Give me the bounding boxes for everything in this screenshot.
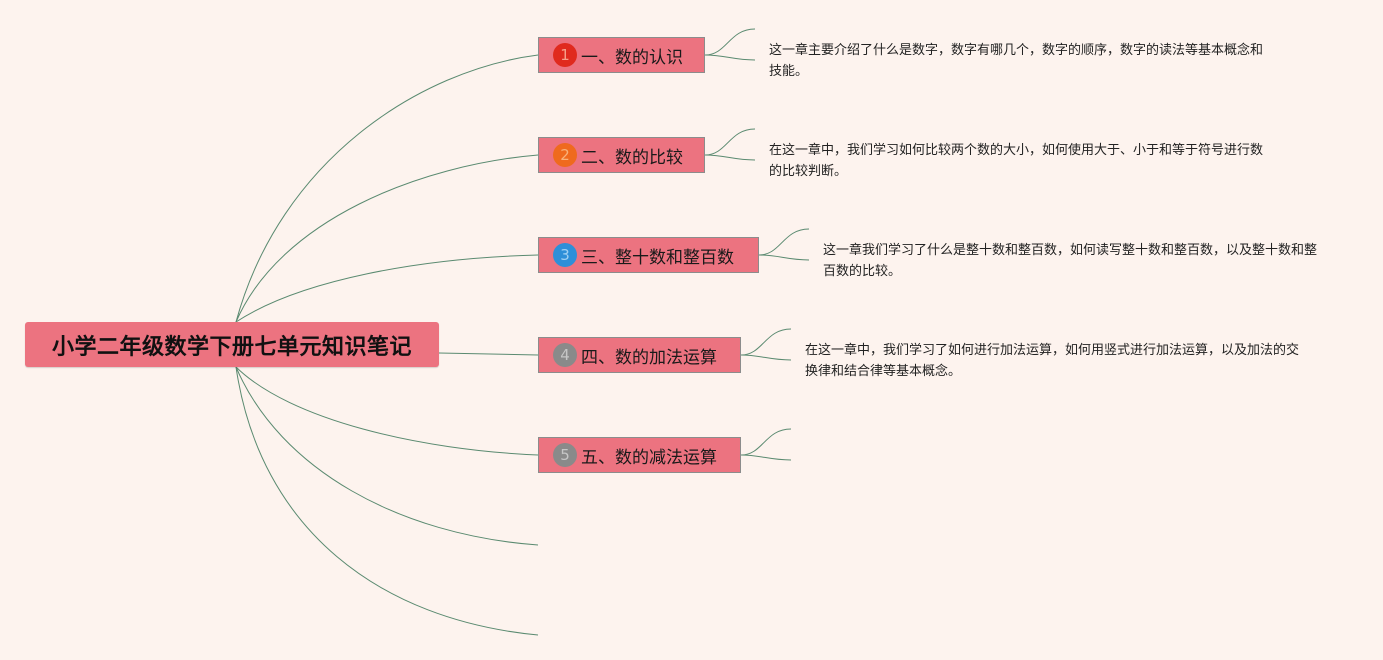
fork-upper-5 xyxy=(740,428,792,456)
topic-node-2[interactable]: 2 二、数的比较 xyxy=(538,137,705,173)
number-badge-3: 3 xyxy=(553,243,577,267)
fork-lower-2 xyxy=(704,154,756,161)
topic-description-4: 在这一章中，我们学习了如何进行加法运算，如何用竖式进行加法运算，以及加法的交换律… xyxy=(805,343,1300,379)
topic-label-1: 一、数的认识 xyxy=(581,47,683,68)
topic-label-3: 三、整十数和整百数 xyxy=(581,247,734,268)
topic-node-3[interactable]: 3 三、整十数和整百数 xyxy=(538,237,759,273)
link-root-topic-4 xyxy=(438,352,539,356)
fork-lower-1 xyxy=(704,54,756,61)
topic-node-5[interactable]: 5 五、数的减法运算 xyxy=(538,437,741,473)
link-root-topic-1 xyxy=(235,54,539,323)
fork-upper-4 xyxy=(740,328,792,356)
topic-description-1: 这一章主要介绍了什么是数字，数字有哪几个，数字的顺序，数字的读法等基本概念和技能… xyxy=(769,43,1264,79)
fork-upper-3 xyxy=(758,228,810,256)
number-badge-1: 1 xyxy=(553,43,577,67)
link-root-topic-2 xyxy=(235,154,539,323)
topic-node-1[interactable]: 1 一、数的认识 xyxy=(538,37,705,73)
fork-upper-2 xyxy=(704,128,756,156)
topic-node-4[interactable]: 4 四、数的加法运算 xyxy=(538,337,741,373)
number-badge-4: 4 xyxy=(553,343,577,367)
link-root-empty-7 xyxy=(235,366,539,636)
topic-label-5: 五、数的减法运算 xyxy=(581,447,717,468)
fork-lower-5 xyxy=(740,454,792,461)
topic-label-2: 二、数的比较 xyxy=(581,147,683,168)
fork-lower-3 xyxy=(758,254,810,261)
number-badge-2: 2 xyxy=(553,143,577,167)
link-root-topic-3 xyxy=(235,254,539,323)
fork-lower-4 xyxy=(740,354,792,361)
fork-upper-1 xyxy=(704,28,756,56)
number-badge-5: 5 xyxy=(553,443,577,467)
topic-description-2: 在这一章中，我们学习如何比较两个数的大小，如何使用大于、小于和等于符号进行数的比… xyxy=(769,143,1264,179)
root-node[interactable]: 小学二年级数学下册七单元知识笔记 xyxy=(25,322,439,367)
link-root-empty-6 xyxy=(235,366,539,546)
link-root-topic-5 xyxy=(235,366,539,456)
topic-description-3: 这一章我们学习了什么是整十数和整百数，如何读写整十数和整百数，以及整十数和整百数… xyxy=(823,243,1318,279)
topic-label-4: 四、数的加法运算 xyxy=(581,347,717,368)
